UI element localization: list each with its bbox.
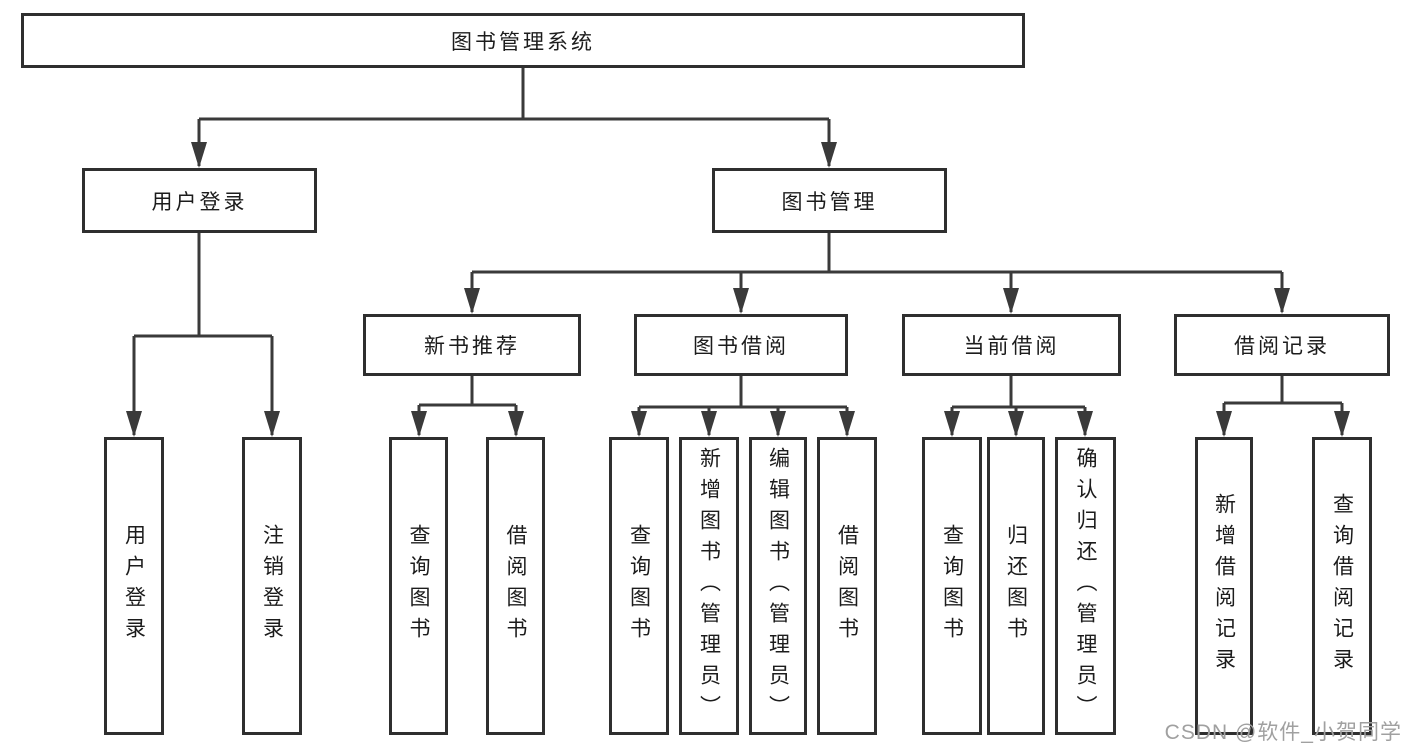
leaf-borrowing-query-books: 查询图书 — [609, 437, 669, 735]
arrowhead-icon — [508, 411, 524, 437]
node-user-login: 用户登录 — [82, 168, 317, 233]
leaf-logout: 注销登录 — [242, 437, 302, 735]
arrowhead-icon — [191, 142, 207, 168]
arrowhead-icon — [264, 411, 280, 437]
leaf-add-books-admin: 新增图书（管理员） — [679, 437, 739, 735]
node-book-borrowing: 图书借阅 — [634, 314, 848, 376]
arrowhead-icon — [411, 411, 427, 437]
arrowhead-icon — [821, 142, 837, 168]
leaf-confirm-return-admin: 确认归还（管理员） — [1055, 437, 1116, 735]
leaf-add-borrowing-record: 新增借阅记录 — [1195, 437, 1253, 735]
arrowhead-icon — [1274, 288, 1290, 314]
node-borrowing-records: 借阅记录 — [1174, 314, 1390, 376]
arrowhead-icon — [1003, 288, 1019, 314]
arrowhead-icon — [733, 288, 749, 314]
arrowhead-icon — [770, 411, 786, 437]
leaf-recommend-query-books: 查询图书 — [389, 437, 448, 735]
csdn-watermark: CSDN @软件_小贺同学 — [1164, 721, 1402, 744]
arrowhead-icon — [839, 411, 855, 437]
leaf-return-books: 归还图书 — [987, 437, 1045, 735]
arrowhead-icon — [464, 288, 480, 314]
leaf-user-login: 用户登录 — [104, 437, 164, 735]
node-library-management-system: 图书管理系统 — [21, 13, 1025, 68]
arrowhead-icon — [701, 411, 717, 437]
arrowhead-icon — [1216, 411, 1232, 437]
arrowhead-icon — [1077, 411, 1093, 437]
arrowhead-icon — [1334, 411, 1350, 437]
node-current-borrowing: 当前借阅 — [902, 314, 1121, 376]
leaf-edit-books-admin: 编辑图书（管理员） — [749, 437, 807, 735]
arrowhead-icon — [126, 411, 142, 437]
leaf-current-query-books: 查询图书 — [922, 437, 982, 735]
node-new-book-recommendation: 新书推荐 — [363, 314, 581, 376]
arrowhead-icon — [631, 411, 647, 437]
leaf-borrowing-borrow-books: 借阅图书 — [817, 437, 877, 735]
leaf-query-borrowing-record: 查询借阅记录 — [1312, 437, 1372, 735]
arrowhead-icon — [1008, 411, 1024, 437]
arrowhead-icon — [944, 411, 960, 437]
node-book-management: 图书管理 — [712, 168, 947, 233]
leaf-recommend-borrow-books: 借阅图书 — [486, 437, 545, 735]
